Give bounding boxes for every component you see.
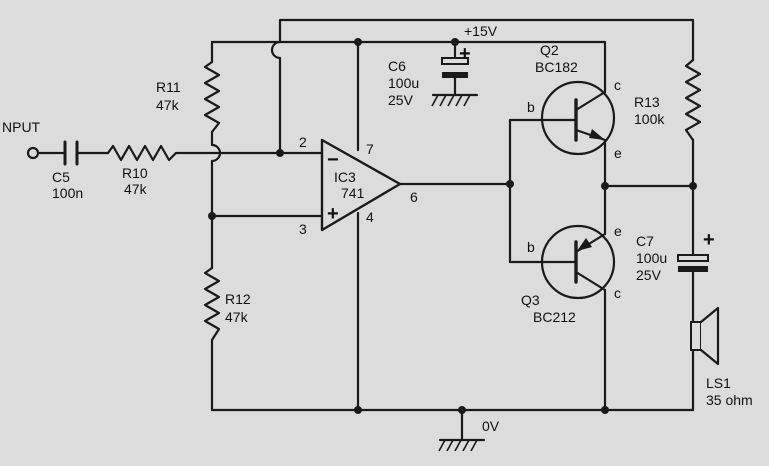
q3-part: BC212 bbox=[533, 309, 576, 325]
input-terminal bbox=[26, 146, 40, 160]
ls1-ref: LS1 bbox=[706, 375, 731, 391]
ic3-ref: IC3 bbox=[334, 169, 356, 185]
junction-dot bbox=[601, 406, 609, 414]
q3-base-label: b bbox=[527, 239, 535, 255]
r10-ref: R10 bbox=[122, 165, 148, 181]
ground-symbol-c6 bbox=[431, 93, 479, 107]
c7-plus-sign: + bbox=[703, 229, 715, 251]
junction-dot bbox=[451, 38, 459, 46]
noninverting-input-sign: + bbox=[327, 203, 339, 225]
c5-value: 100n bbox=[52, 185, 83, 201]
rail-positive bbox=[210, 40, 607, 94]
c7-value: 100u bbox=[636, 250, 667, 266]
junction-dot bbox=[354, 38, 362, 46]
ic3-part: 741 bbox=[341, 185, 365, 201]
q2-collector-label: c bbox=[614, 77, 621, 93]
ls1-value: 35 ohm bbox=[706, 392, 753, 408]
r13-ref: R13 bbox=[634, 94, 660, 110]
r13-value: 100k bbox=[634, 111, 665, 127]
inverting-input-sign: − bbox=[327, 149, 339, 171]
r10-value: 47k bbox=[124, 181, 148, 197]
c7-ref: C7 bbox=[636, 233, 654, 249]
pin-4-label: 4 bbox=[366, 209, 374, 225]
c6-plus-sign: + bbox=[459, 43, 471, 65]
q2-base-label: b bbox=[527, 99, 535, 115]
transistor-q2 bbox=[540, 80, 616, 156]
resistor-r13 bbox=[684, 58, 702, 142]
wire-r12-bottom bbox=[210, 338, 695, 412]
resistor-r10 bbox=[106, 144, 178, 162]
junction-dots bbox=[208, 38, 697, 414]
q2-ref: Q2 bbox=[540, 42, 559, 58]
q3-ref: Q3 bbox=[521, 292, 540, 308]
c5-ref: C5 bbox=[52, 169, 70, 185]
capacitor-c5 bbox=[63, 140, 79, 166]
feedback-wire bbox=[270, 18, 695, 152]
opamp-ic3 bbox=[320, 138, 402, 232]
positive-rail-label: +15V bbox=[464, 23, 498, 39]
junction-dot bbox=[601, 182, 609, 190]
r11-value: 47k bbox=[156, 97, 180, 113]
wire-bases bbox=[508, 118, 562, 264]
junction-dot bbox=[506, 180, 514, 188]
junction-dot bbox=[689, 182, 697, 190]
c7-voltage: 25V bbox=[636, 267, 662, 283]
resistor-r12 bbox=[203, 266, 221, 342]
q2-emitter-label: e bbox=[614, 145, 622, 161]
junction-dot bbox=[276, 149, 284, 157]
capacitor-c7 bbox=[677, 254, 709, 272]
junction-dot bbox=[208, 212, 216, 220]
r11-ref: R11 bbox=[156, 79, 181, 95]
junction-dot bbox=[354, 406, 362, 414]
q3-emitter-label: e bbox=[614, 223, 622, 239]
c6-ref: C6 bbox=[388, 58, 406, 74]
input-label: NPUT bbox=[2, 119, 41, 135]
junction-dot bbox=[458, 406, 466, 414]
q3-collector-label: c bbox=[614, 285, 621, 301]
pin-7-label: 7 bbox=[366, 141, 374, 157]
ground-symbol-main bbox=[438, 438, 486, 452]
pin-6-label: 6 bbox=[410, 189, 418, 205]
ground-label: 0V bbox=[482, 418, 500, 434]
c6-value: 100u bbox=[388, 75, 419, 91]
c6-voltage: 25V bbox=[388, 92, 414, 108]
transistor-q3 bbox=[540, 224, 616, 300]
r12-value: 47k bbox=[225, 309, 249, 325]
pin-2-label: 2 bbox=[299, 134, 307, 150]
speaker-ls1 bbox=[690, 306, 720, 366]
resistor-r11 bbox=[203, 60, 221, 134]
q2-part: BC182 bbox=[535, 59, 578, 75]
r12-ref: R12 bbox=[225, 291, 251, 307]
capacitor-c6 bbox=[441, 57, 469, 78]
pin-3-label: 3 bbox=[299, 221, 307, 237]
